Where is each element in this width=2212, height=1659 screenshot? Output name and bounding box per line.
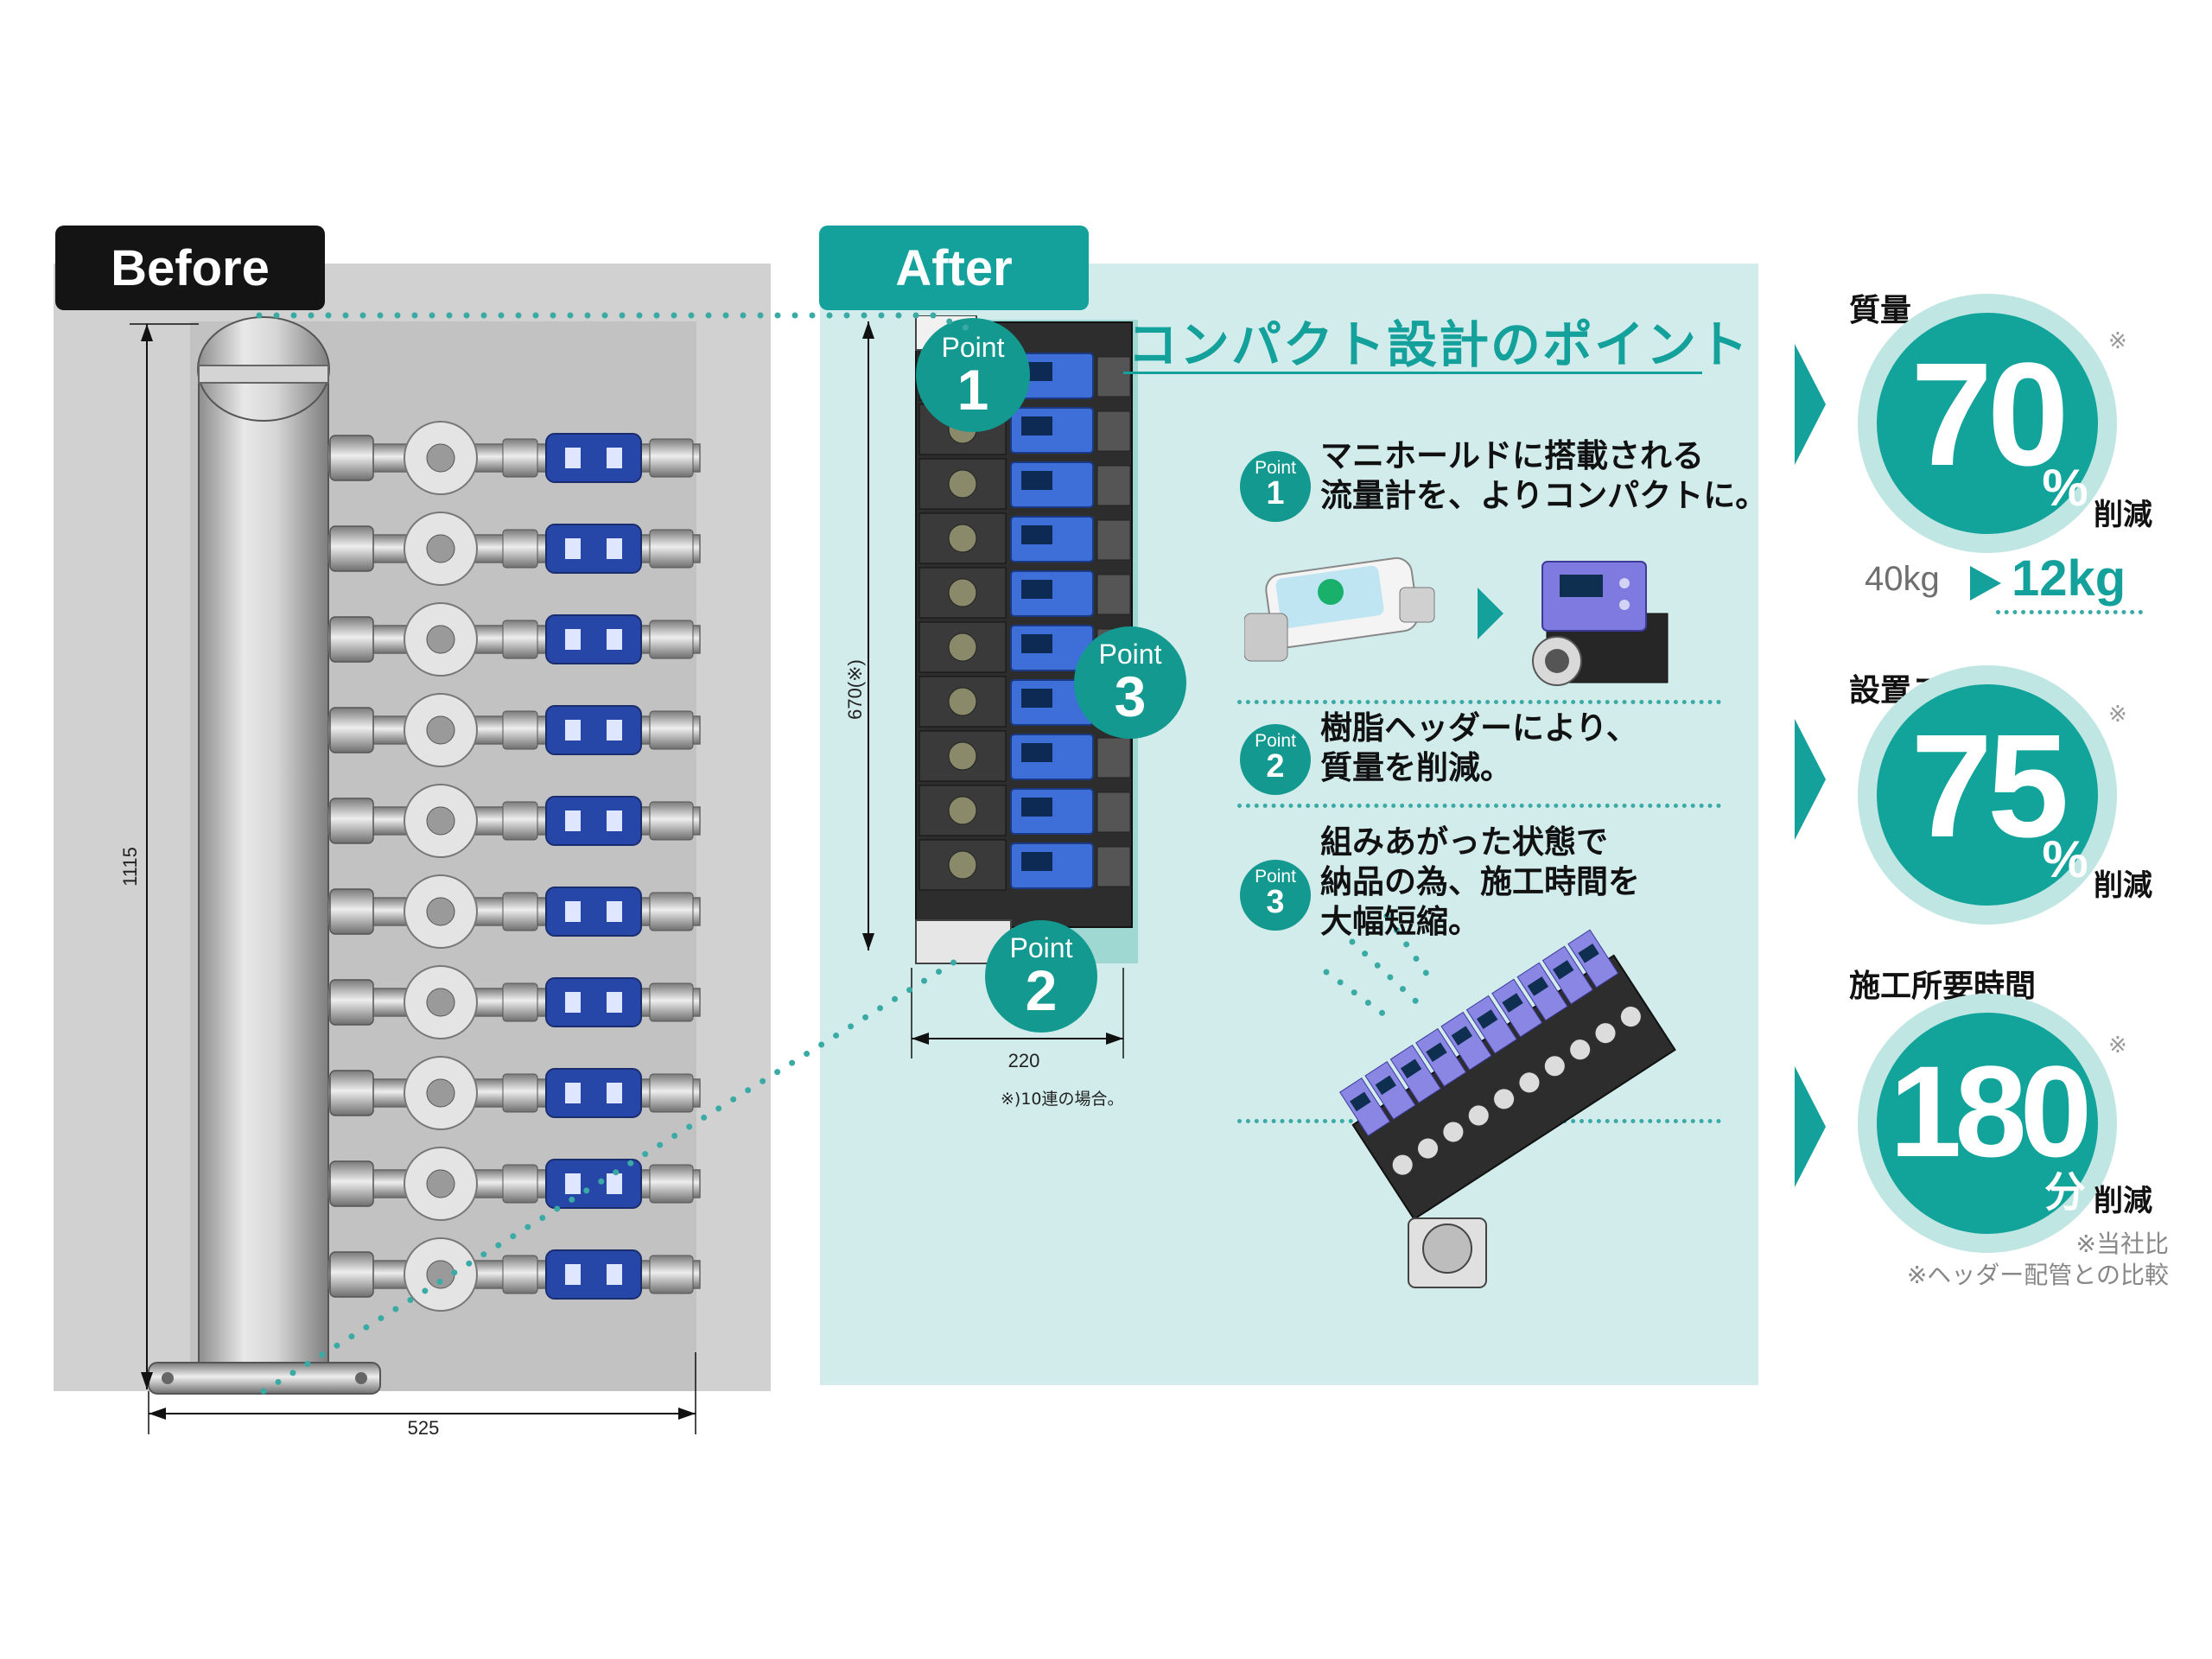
branch-line (327, 602, 701, 677)
after-width-dimension: 220 (1007, 1050, 1040, 1071)
point-2-badge: Point 2 (985, 920, 1097, 1033)
stat-mass-from-arrow (1970, 566, 2001, 604)
point-3-badge: Point 3 (1074, 626, 1186, 739)
before-width-dimension: 525 (407, 1417, 440, 1439)
after-manifold-illustration (915, 315, 1133, 964)
assembled-unit (1339, 1077, 1414, 1176)
stat-time-mark: ※ (2108, 1033, 2127, 1058)
assembled-unit (1389, 1044, 1465, 1143)
branch-line (327, 874, 701, 949)
stat-space-mark: ※ (2108, 702, 2127, 728)
after-tab: After (819, 226, 1089, 310)
manifold-unit (918, 730, 1131, 782)
after-dimension-note: ※)10連の場合。 (1001, 1090, 1124, 1109)
desc-point-1-badge: Point 1 (1240, 451, 1311, 522)
desc-point-3-badge: Point 3 (1240, 860, 1311, 931)
stat-mass-to: 12kg (2012, 550, 2126, 607)
stat-space-value: 75 (1910, 704, 2069, 868)
assembled-unit (1516, 962, 1592, 1061)
point-3-description: 組みあがった状態で 納品の為、施工時間を 大幅短縮。 (1320, 823, 1640, 940)
assembled-manifold-illustration (1339, 929, 1676, 1288)
divider-2 (1237, 804, 1721, 808)
design-heading: コンパクト設計のポイント (1128, 315, 1751, 374)
manifold-unit (918, 839, 1131, 891)
before-header-illustration (148, 316, 701, 1395)
point-1-badge: Point 1 (916, 318, 1030, 432)
branch-line (327, 693, 701, 767)
stat-time-unit: 分 (2044, 1170, 2086, 1216)
stat-space-arrow (1795, 719, 1826, 843)
assembled-unit (1364, 1060, 1440, 1160)
assembled-unit (1567, 929, 1642, 1028)
assembled-unit (1415, 1027, 1490, 1127)
stat-mass-circle: 70 % (1858, 294, 2117, 553)
branch-line (327, 1056, 701, 1130)
flow-meter-comparison (1244, 556, 1669, 686)
stat-time-arrow (1795, 1066, 1826, 1191)
stat-space-circle: 75 % (1858, 665, 2117, 925)
stat-mass-unit: % (2042, 459, 2088, 517)
stat-time-circle: 180 分 (1858, 994, 2117, 1253)
after-dimensions (862, 321, 1124, 1058)
assembled-unit (1440, 1011, 1516, 1110)
branch-line (327, 965, 701, 1039)
before-dimensions (130, 323, 696, 1434)
stat-time-suffix: 削減 (2094, 1184, 2152, 1218)
branch-line (327, 1237, 701, 1312)
branch-line (327, 784, 701, 858)
point-1-description: マニホールドに搭載される 流量計を、よりコンパクトに。 (1320, 437, 1768, 514)
stat-space-unit: % (2042, 830, 2088, 888)
manifold-unit (918, 458, 1131, 510)
before-tab: Before (55, 226, 325, 310)
footnote-company: ※当社比 (2075, 1230, 2169, 1258)
assembled-unit (1541, 945, 1617, 1045)
point-2-description: 樹脂ヘッダーにより、 質量を削減。 (1320, 709, 1638, 786)
heading-underline (1123, 372, 1702, 374)
stat-mass-suffix: 削減 (2094, 498, 2152, 532)
assembled-unit (1465, 995, 1541, 1094)
stat-time-value: 180 (1889, 1039, 2092, 1184)
manifold-unit (918, 512, 1131, 564)
stat-mass-arrow (1795, 344, 1826, 468)
stat-mass-from: 40kg (1865, 560, 1940, 598)
footnote-comparison: ※ヘッダー配管との比較 (1906, 1261, 2169, 1289)
stat-mass-underline (1996, 610, 2143, 614)
stat-mass-value: 70 (1910, 333, 2069, 497)
stat-space-suffix: 削減 (2094, 868, 2152, 903)
branch-line (327, 421, 701, 495)
stat-mass-label: 質量 (1849, 293, 1912, 328)
divider-1 (1237, 700, 1721, 704)
manifold-unit (918, 567, 1131, 619)
desc-point-2-badge: Point 2 (1240, 724, 1311, 795)
assembled-unit (1491, 978, 1566, 1077)
stat-mass-mark: ※ (2108, 328, 2127, 354)
branch-line (327, 512, 701, 586)
manifold-unit (918, 785, 1131, 836)
